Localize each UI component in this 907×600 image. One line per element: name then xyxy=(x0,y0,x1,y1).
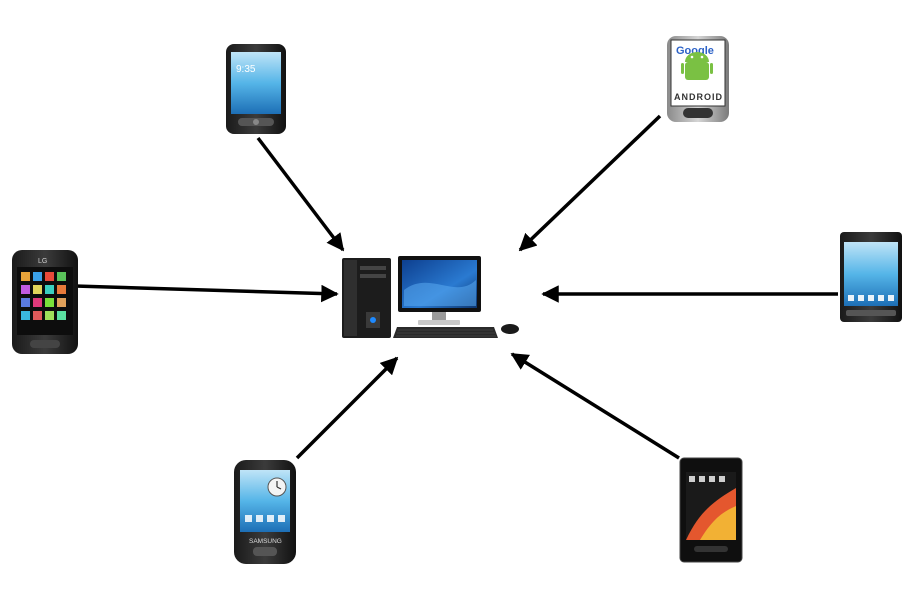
android-phone-icon: Google ANDROID xyxy=(667,36,729,122)
arrow-android-to-computer xyxy=(518,114,662,252)
android-logo-text: ANDROID xyxy=(674,92,723,102)
connection-arrows xyxy=(74,114,838,460)
lg-brand-text: LG xyxy=(38,258,47,265)
samsung-brand-text: SAMSUNG xyxy=(249,538,282,545)
desktop-computer-icon xyxy=(342,256,519,338)
samsung-phone-icon: SAMSUNG xyxy=(234,460,296,564)
pda-phone-icon: 9:35 xyxy=(226,44,286,134)
arrow-lg-to-computer xyxy=(74,284,339,303)
slate-phone-icon xyxy=(679,457,743,563)
google-logo-text: Google xyxy=(676,45,714,57)
lg-phone-icon: LG xyxy=(12,250,78,354)
lg-app-grid xyxy=(21,272,66,320)
pda-clock-text: 9:35 xyxy=(236,64,256,75)
arrow-slate-to-computer xyxy=(510,352,680,460)
landscape-phone-icon xyxy=(840,232,902,322)
arrow-pda-to-computer xyxy=(256,136,345,252)
arrow-samsung-to-computer xyxy=(295,356,399,460)
